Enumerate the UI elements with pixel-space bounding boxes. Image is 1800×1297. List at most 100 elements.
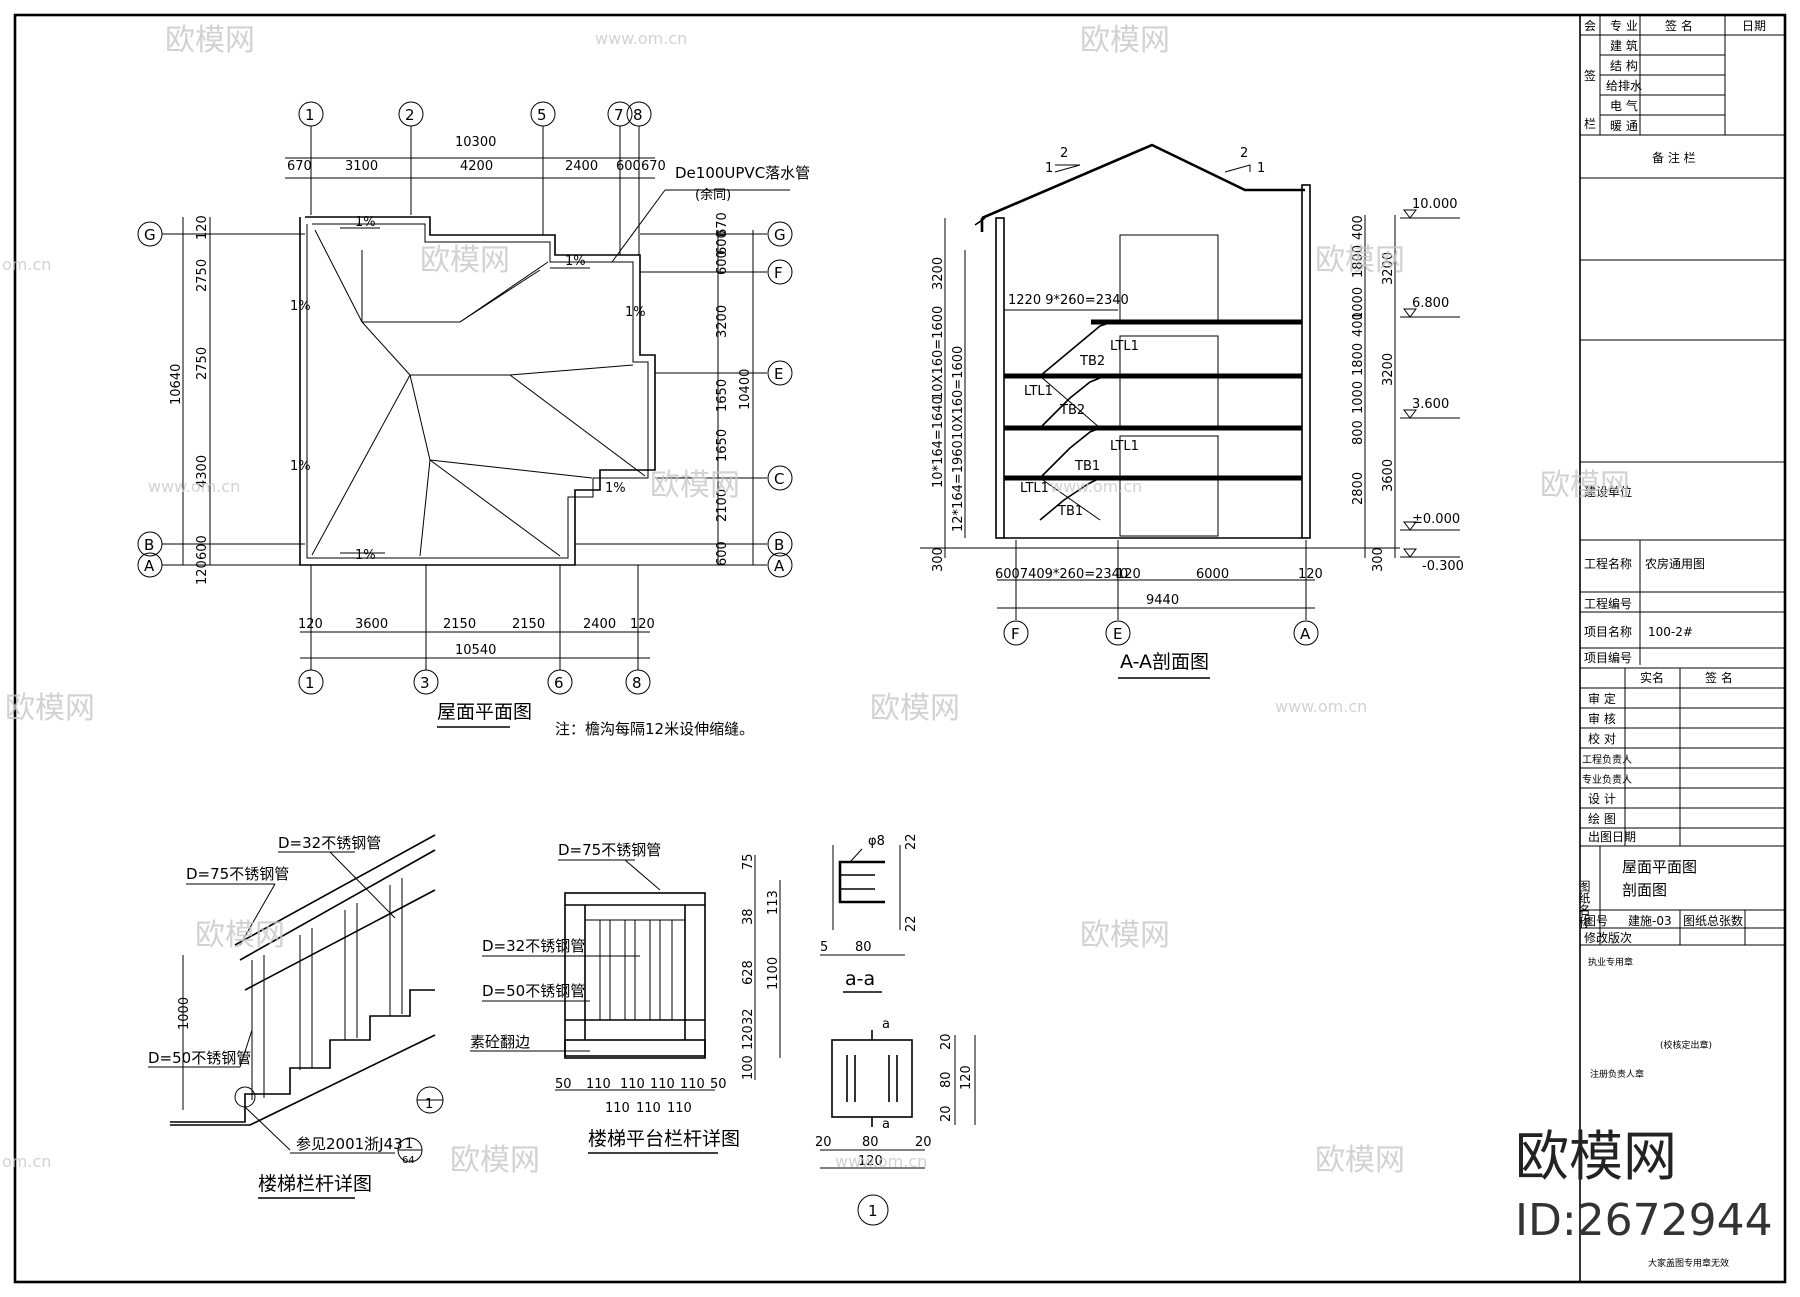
axis-bubble: 1 [298,101,324,127]
title-block: 会 专 业 签 名 日期 建 筑 结 构 给排水 电 气 暖 通 签 栏 备 注… [1577,15,1785,1269]
stair-label: TB1 [1057,504,1083,519]
platform-dim: 110 [586,1077,611,1092]
axis-bubble: E [1105,620,1131,646]
dim-right: 670 [715,212,730,237]
dim-left: 120 [195,215,210,240]
dim-bottom: 2150 [512,617,545,632]
stair-label: TB1 [1074,459,1100,474]
platform-railing-detail: D=75不锈钢管 D=32不锈钢管 D=50不锈钢管 素砼翻边 75 38 62… [470,841,781,1154]
svg-text:A: A [144,557,155,575]
axis-bubble: B [137,531,163,557]
platform-dim: 110 [680,1077,705,1092]
elevation-mark: 10.000 [1400,197,1460,219]
watermark-text: 欧模网 [650,468,740,503]
railing-dim: 1000 [177,997,192,1030]
detail-section-label: a-a [845,968,875,990]
svg-text:3.600: 3.600 [1412,397,1449,412]
platform-dim: 50 [555,1077,572,1092]
watermark-text: 欧模网 [420,243,510,278]
platform-dim: 628 [741,960,756,985]
svg-text:64: 64 [402,1155,415,1166]
remarks-label: 备 注 栏 [1652,150,1696,165]
watermark-text: 欧模网 [165,23,255,58]
discipline: 结 构 [1610,58,1638,73]
axis-bubble: 8 [625,669,651,695]
dim-right: 1000 [1351,381,1366,414]
dim-right: 1000 [1351,287,1366,320]
dim-right: 800 [1351,420,1366,445]
revision-label: 修改版次 [1584,930,1632,945]
watermark-text: 欧模网 [1315,243,1405,278]
railing-label: 参见2001浙J43 [296,1135,403,1153]
role-label: 绘 图 [1588,811,1616,826]
dim-right: 400 [1351,312,1366,337]
axis-bubble: 5 [530,101,556,127]
svg-text:1: 1 [868,1202,878,1220]
item-value: 100-2# [1648,625,1693,639]
dim-top: 600 [616,159,641,174]
dim-bottom: 2400 [583,617,616,632]
axis-bubble: 1 [298,669,324,695]
svg-text:6: 6 [554,674,564,692]
svg-text:1: 1 [425,1097,433,1112]
platform-dim: 120 [741,1025,756,1050]
dim-right: 3200 [1381,252,1396,285]
platform-dim: 110 [667,1101,692,1116]
elevation-mark: 3.600 [1400,397,1460,419]
dim-bottom-total: 10540 [455,643,496,658]
svg-text:8: 8 [633,106,643,124]
seal-label: 注册负责人章 [1590,1068,1644,1080]
detail-dim: 22 [904,833,919,850]
elevation-mark: -0.300 [1400,548,1464,574]
dim-left: 10X160=1600 [951,346,966,440]
platform-dim: 32 [741,1008,756,1025]
dim-top: 4200 [460,159,493,174]
svg-text:E: E [1113,625,1122,643]
svg-text:2: 2 [405,106,415,124]
dim-right: 600 [715,541,730,566]
dim-left: 3200 [931,257,946,290]
axis-bubble: 8 [626,101,652,127]
dim-bottom: 120 [298,617,323,632]
discipline: 给排水 [1606,79,1642,93]
brand-id: ID:2672944 [1515,1195,1773,1246]
slope-label: 1% [355,548,376,563]
plate-dim: 80 [862,1135,879,1150]
dim-right: 2100 [715,489,730,522]
dim-top-total: 10300 [455,135,496,150]
platform-label: D=32不锈钢管 [482,937,585,955]
name-header: 签 名 [1705,670,1733,685]
dim-top: 670 [287,159,312,174]
drawing-name-label: 图纸名称 [1577,880,1591,928]
brand-logo-text: 欧模网 [1515,1125,1677,1188]
role-label: 审 核 [1588,711,1616,726]
svg-text:A: A [1300,625,1311,643]
axis-bubble: E [767,360,793,386]
item-label: 项目名称 [1584,624,1632,639]
watermark-text: 欧模网 [1080,23,1170,58]
dim-bottom: 2150 [443,617,476,632]
org-label: 建设单位 [1584,484,1632,499]
watermark-text: 欧模网 [195,918,285,953]
svg-text:8: 8 [632,674,642,692]
dim-top: 670 [641,159,666,174]
platform-dim: 110 [620,1077,645,1092]
stair-label: LTL1 [1024,384,1053,399]
dim-bottom: 6000 [1196,567,1229,582]
watermark-text: 欧模网 [5,691,95,726]
axis-bubble: G [137,221,163,247]
railing-label: D=50不锈钢管 [148,1049,251,1067]
dim-right: 3200 [715,305,730,338]
dim-bottom-total: 9440 [1146,593,1179,608]
axis-bubble: 3 [413,669,439,695]
dim-right-total: 10400 [738,369,753,410]
slope-label: 1% [290,459,311,474]
platform-dim: 113 [766,890,781,915]
plate-dim: 20 [915,1135,932,1150]
svg-text:±0.000: ±0.000 [1412,512,1460,527]
platform-dim: 100 [741,1055,756,1080]
svg-text:1: 1 [405,1137,413,1152]
dim-left-total: 10640 [169,364,184,405]
sign-header: 专 业 [1610,18,1638,33]
dim-left: 4300 [195,455,210,488]
